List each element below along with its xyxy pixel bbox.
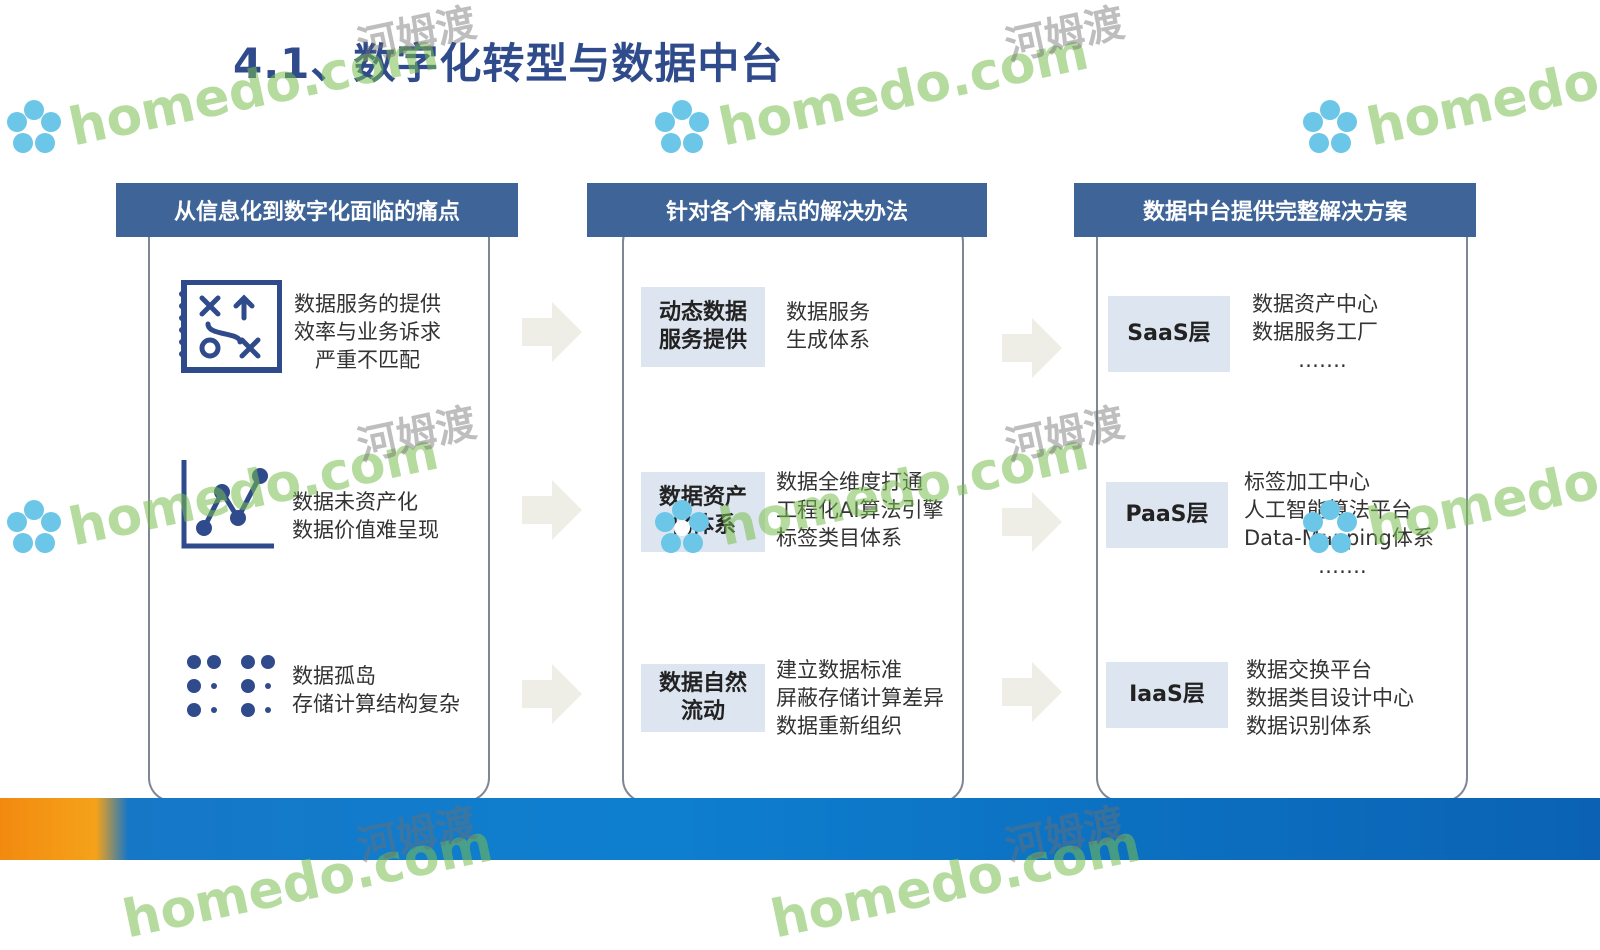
- pain-points-header: 从信息化到数字化面临的痛点: [116, 183, 518, 237]
- solution-label: 数据资产化体系: [641, 472, 765, 552]
- dot-grid-icon: [186, 654, 276, 724]
- layer-label: PaaS层: [1106, 482, 1228, 548]
- solution-text: 建立数据标准屏蔽存储计算差异数据重新组织: [776, 658, 944, 738]
- line-chart-icon: [180, 458, 276, 556]
- arrow-right-icon: [522, 302, 582, 362]
- watermark-cn-text: 河姆渡: [1001, 0, 1129, 70]
- arrow-right-icon: [1002, 662, 1062, 722]
- watermark-flower-icon: [7, 100, 61, 153]
- solutions-header: 针对各个痛点的解决办法: [587, 183, 987, 237]
- arrow-right-icon: [1002, 318, 1062, 378]
- solution-text: 数据全维度打通工程化AI算法引擎标签类目体系: [776, 470, 944, 550]
- layer-text: 数据资产中心数据服务工厂…….: [1252, 292, 1378, 372]
- solution-text: 数据服务生成体系: [786, 300, 870, 352]
- watermark-text: homedo.com: [1361, 21, 1600, 159]
- arrow-right-icon: [1002, 492, 1062, 552]
- footer-strip: [0, 860, 1600, 900]
- solution-label: 数据自然流动: [641, 664, 765, 732]
- watermark-flower-icon: [655, 100, 709, 153]
- pain-point-text: 数据未资产化 数据价值难呈现: [292, 490, 439, 542]
- arrow-right-icon: [522, 480, 582, 540]
- solution-label: 动态数据服务提供: [641, 287, 765, 367]
- arrow-right-icon: [522, 664, 582, 724]
- footer-band: [0, 798, 1600, 860]
- layer-text: 数据交换平台数据类目设计中心数据识别体系: [1246, 658, 1414, 738]
- layer-label: IaaS层: [1106, 662, 1228, 728]
- pain-point-text: 数据服务的提供 效率与业务诉求 严重不匹配: [294, 292, 441, 372]
- pain-point-text: 数据孤岛 存储计算结构复杂: [292, 664, 460, 716]
- layer-label: SaaS层: [1108, 296, 1230, 372]
- strategy-board-icon: [178, 279, 283, 378]
- platform-header: 数据中台提供完整解决方案: [1074, 183, 1476, 237]
- watermark-flower-icon: [7, 500, 61, 553]
- watermark-flower-icon: [1303, 100, 1357, 153]
- page-title: 4.1、数字化转型与数据中台: [233, 39, 784, 88]
